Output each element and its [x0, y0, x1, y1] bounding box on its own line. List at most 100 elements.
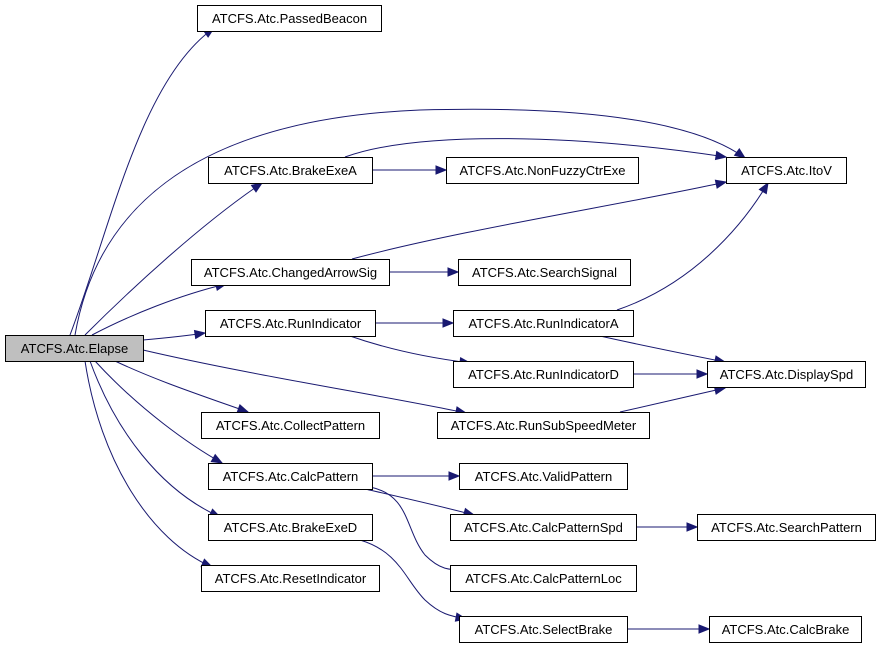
node-box: [450, 514, 637, 541]
call-edge-runindicatora-to-itov: [616, 181, 769, 311]
edge-line: [364, 488, 475, 516]
node-label: ATCFS.Atc.CalcPatternSpd: [464, 520, 623, 535]
function-node-calcpatternloc[interactable]: ATCFS.Atc.CalcPatternLoc: [450, 565, 637, 592]
node-label: ATCFS.Atc.Elapse: [21, 341, 128, 356]
node-box: [446, 157, 639, 184]
node-label: ATCFS.Atc.RunSubSpeedMeter: [451, 418, 637, 433]
call-edge-runindicator-to-runindicatora: [375, 318, 455, 328]
edge-line: [94, 360, 223, 464]
edge-line: [344, 138, 727, 158]
call-edge-elapse-to-resetindicator: [84, 360, 214, 568]
function-node-brakeexed[interactable]: ATCFS.Atc.BrakeExeD: [208, 514, 373, 541]
call-edge-runindicator-to-runindicatord: [349, 335, 472, 367]
function-node-runsubspeed[interactable]: ATCFS.Atc.RunSubSpeedMeter: [437, 412, 650, 439]
arrowhead-icon: [448, 471, 461, 481]
call-edge-changedarrow-to-itov: [351, 179, 728, 260]
node-box: [459, 463, 628, 490]
function-node-passedbeacon[interactable]: ATCFS.Atc.PassedBeacon: [197, 5, 382, 32]
arrowhead-icon: [733, 148, 747, 159]
function-node-runindicator[interactable]: ATCFS.Atc.RunIndicator: [205, 310, 376, 337]
function-node-searchpattern[interactable]: ATCFS.Atc.SearchPattern: [697, 514, 876, 541]
node-label: ATCFS.Atc.SearchSignal: [472, 265, 617, 280]
node-box: [437, 412, 650, 439]
function-node-nonfuzzy[interactable]: ATCFS.Atc.NonFuzzyCtrExe: [446, 157, 639, 184]
edge-line: [74, 108, 746, 336]
call-edge-elapse-to-brakeexea: [84, 182, 264, 336]
arrowhead-icon: [442, 318, 455, 328]
node-box: [697, 514, 876, 541]
edge-line: [142, 349, 467, 414]
function-node-elapse[interactable]: ATCFS.Atc.Elapse: [5, 335, 144, 362]
arrowhead-icon: [758, 181, 769, 195]
arrowhead-icon: [447, 267, 460, 277]
node-box: [191, 259, 390, 286]
function-node-changedarrow[interactable]: ATCFS.Atc.ChangedArrowSig: [191, 259, 390, 286]
node-box: [458, 259, 631, 286]
function-node-displayspd[interactable]: ATCFS.Atc.DisplaySpd: [707, 361, 866, 388]
node-box: [208, 157, 373, 184]
call-edge-calcpattern-to-calcpatternspd: [364, 488, 476, 517]
node-box: [707, 361, 866, 388]
edge-line: [351, 181, 727, 260]
arrowhead-icon: [210, 453, 224, 464]
edge-line: [369, 486, 464, 571]
arrowhead-icon: [250, 182, 264, 193]
call-edge-elapse-to-brakeexed: [89, 360, 222, 518]
node-label: ATCFS.Atc.ItoV: [741, 163, 832, 178]
node-label: ATCFS.Atc.RunIndicatorD: [468, 367, 619, 382]
node-box: [726, 157, 847, 184]
call-edge-elapse-to-collectpattern: [114, 360, 250, 413]
call-edge-elapse-to-calcpattern: [94, 360, 224, 464]
call-edge-brakeexea-to-nonfuzzy: [372, 165, 448, 175]
node-box: [208, 514, 373, 541]
arrowhead-icon: [686, 522, 699, 532]
function-node-calcbrake[interactable]: ATCFS.Atc.CalcBrake: [709, 616, 862, 643]
arrowhead-icon: [696, 369, 709, 379]
function-node-runindicatora[interactable]: ATCFS.Atc.RunIndicatorA: [453, 310, 634, 337]
node-label: ATCFS.Atc.BrakeExeD: [224, 520, 357, 535]
call-edge-elapse-to-passedbeacon: [69, 27, 216, 336]
node-label: ATCFS.Atc.RunIndicator: [220, 316, 362, 331]
node-box: [208, 463, 373, 490]
edge-line: [84, 182, 263, 336]
function-node-calcpattern[interactable]: ATCFS.Atc.CalcPattern: [208, 463, 373, 490]
edge-line: [349, 335, 471, 364]
node-box: [197, 5, 382, 32]
arrowhead-icon: [698, 624, 711, 634]
function-nodes: ATCFS.Atc.Elapse ATCFS.Atc.PassedBeaconAT…: [5, 5, 876, 643]
node-label: ATCFS.Atc.RunIndicatorA: [468, 316, 618, 331]
function-node-brakeexea[interactable]: ATCFS.Atc.BrakeExeA: [208, 157, 373, 184]
call-edge-brakeexea-to-itov: [344, 138, 728, 161]
arrowhead-icon: [236, 404, 250, 413]
node-box: [459, 616, 628, 643]
node-label: ATCFS.Atc.PassedBeacon: [212, 11, 367, 26]
edge-line: [91, 283, 227, 336]
node-label: ATCFS.Atc.BrakeExeA: [224, 163, 357, 178]
node-label: ATCFS.Atc.ValidPattern: [475, 469, 613, 484]
node-label: ATCFS.Atc.DisplaySpd: [720, 367, 853, 382]
edge-line: [69, 27, 215, 336]
call-edge-changedarrow-to-searchsignal: [389, 267, 460, 277]
node-box: [5, 335, 144, 362]
edge-line: [84, 360, 213, 568]
call-edge-elapse-to-runsubspeed: [142, 349, 468, 416]
function-node-selectbrake[interactable]: ATCFS.Atc.SelectBrake: [459, 616, 628, 643]
node-label: ATCFS.Atc.NonFuzzyCtrExe: [460, 163, 626, 178]
edge-line: [359, 539, 467, 620]
node-box: [201, 565, 380, 592]
edge-line: [616, 182, 769, 311]
node-label: ATCFS.Atc.ResetIndicator: [215, 571, 367, 586]
function-node-validpattern[interactable]: ATCFS.Atc.ValidPattern: [459, 463, 628, 490]
node-label: ATCFS.Atc.CollectPattern: [216, 418, 365, 433]
function-node-itov[interactable]: ATCFS.Atc.ItoV: [726, 157, 847, 184]
node-label: ATCFS.Atc.SelectBrake: [475, 622, 613, 637]
function-node-resetindicator[interactable]: ATCFS.Atc.ResetIndicator: [201, 565, 380, 592]
function-node-collectpattern[interactable]: ATCFS.Atc.CollectPattern: [201, 412, 380, 439]
edge-line: [619, 387, 726, 413]
node-box: [201, 412, 380, 439]
function-node-runindicatord[interactable]: ATCFS.Atc.RunIndicatorD: [453, 361, 634, 388]
node-box: [453, 361, 634, 388]
function-node-searchsignal[interactable]: ATCFS.Atc.SearchSignal: [458, 259, 631, 286]
function-node-calcpatternspd[interactable]: ATCFS.Atc.CalcPatternSpd: [450, 514, 637, 541]
